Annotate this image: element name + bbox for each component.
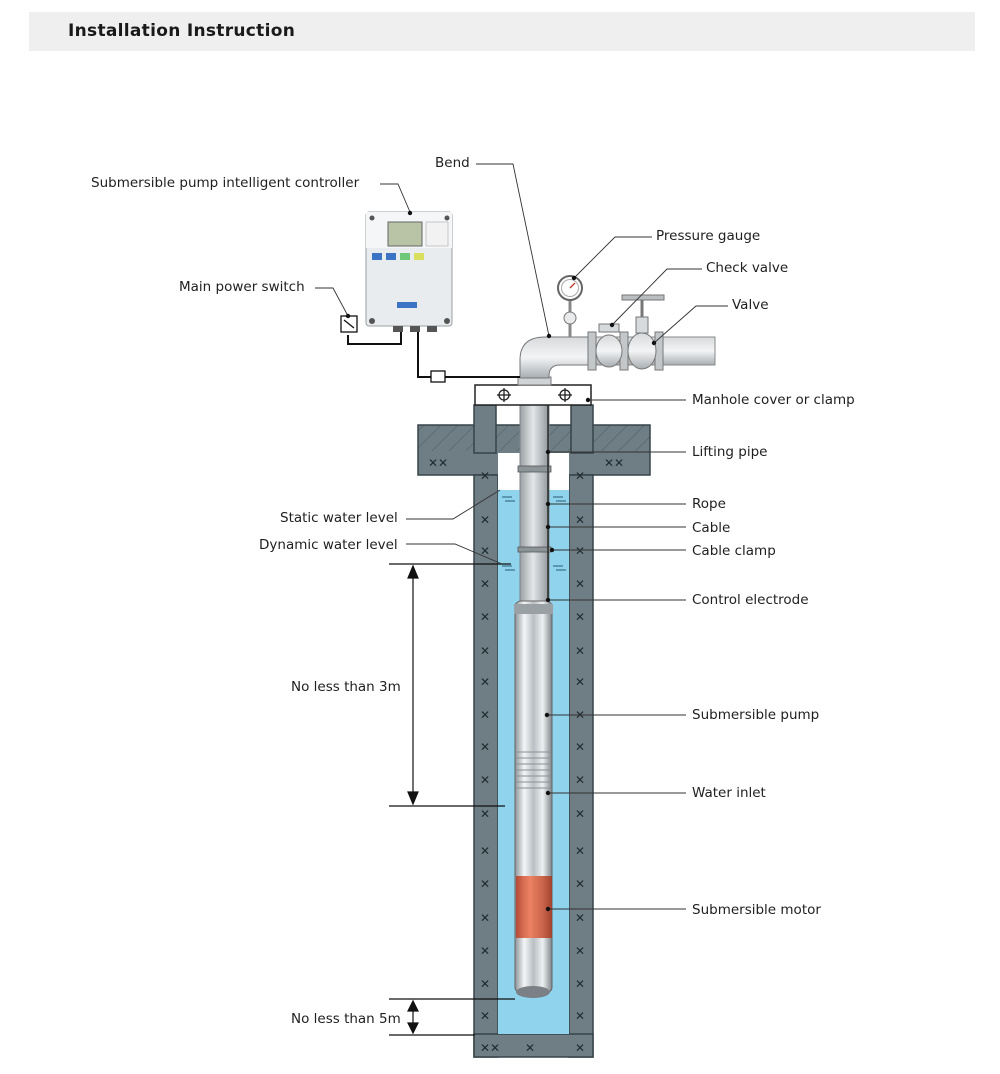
dimension-arrows xyxy=(389,563,515,1036)
label-cable: Cable xyxy=(692,520,731,536)
svg-text:✕✕: ✕✕ xyxy=(428,456,448,470)
label-submersible-motor: Submersible motor xyxy=(692,902,821,918)
svg-text:✕: ✕ xyxy=(575,740,585,754)
leader-dots xyxy=(345,210,657,912)
svg-text:✕: ✕ xyxy=(480,944,490,958)
svg-text:✕: ✕ xyxy=(480,977,490,991)
section-title: Installation Instruction xyxy=(68,21,296,41)
wall-texture: ✕✕ ✕✕ ✕✕ ✕✕ ✕✕ ✕✕ ✕✕ ✕✕ ✕✕ ✕✕ ✕✕ ✕✕ ✕✕ ✕… xyxy=(428,456,624,1055)
svg-text:✕: ✕ xyxy=(480,877,490,891)
svg-text:✕: ✕ xyxy=(575,844,585,858)
svg-text:✕: ✕ xyxy=(575,1009,585,1023)
label-manhole-cover: Manhole cover or clamp xyxy=(692,392,855,408)
label-pressure-gauge: Pressure gauge xyxy=(656,228,761,244)
outlet-pipework xyxy=(519,275,716,379)
svg-text:✕: ✕ xyxy=(480,740,490,754)
svg-text:✕: ✕ xyxy=(575,911,585,925)
label-no-less-5m: No less than 5m xyxy=(291,1011,401,1027)
label-static-water-level: Static water level xyxy=(280,510,398,526)
svg-text:✕✕: ✕✕ xyxy=(480,1041,500,1055)
svg-text:✕: ✕ xyxy=(575,977,585,991)
svg-text:✕: ✕ xyxy=(480,773,490,787)
wiring xyxy=(347,332,520,378)
svg-text:✕: ✕ xyxy=(480,911,490,925)
svg-text:✕: ✕ xyxy=(480,469,490,483)
svg-text:✕: ✕ xyxy=(525,1041,535,1055)
svg-text:✕✕: ✕✕ xyxy=(604,456,624,470)
label-valve: Valve xyxy=(732,297,769,313)
svg-text:✕: ✕ xyxy=(480,513,490,527)
svg-text:✕: ✕ xyxy=(480,644,490,658)
water-surface-marks xyxy=(502,496,566,571)
svg-text:✕: ✕ xyxy=(575,577,585,591)
svg-text:✕: ✕ xyxy=(575,675,585,689)
main-power-switch xyxy=(340,315,358,333)
junction-box xyxy=(430,370,446,383)
label-cable-clamp: Cable clamp xyxy=(692,543,776,559)
label-check-valve: Check valve xyxy=(706,260,789,276)
label-rope: Rope xyxy=(692,496,726,512)
svg-text:✕: ✕ xyxy=(480,610,490,624)
leader-lines xyxy=(315,163,728,910)
svg-text:✕: ✕ xyxy=(575,773,585,787)
label-controller: Submersible pump intelligent controller xyxy=(91,175,360,191)
label-lifting-pipe: Lifting pipe xyxy=(692,444,768,460)
svg-text:✕: ✕ xyxy=(575,544,585,558)
well-walls xyxy=(473,474,594,1058)
svg-text:✕: ✕ xyxy=(575,944,585,958)
label-submersible-pump: Submersible pump xyxy=(692,707,820,723)
svg-text:✕: ✕ xyxy=(480,1009,490,1023)
section-header: Installation Instruction xyxy=(29,12,975,51)
svg-text:✕: ✕ xyxy=(480,577,490,591)
cable-clamp-band xyxy=(517,546,552,553)
svg-text:✕: ✕ xyxy=(480,544,490,558)
svg-text:✕: ✕ xyxy=(575,469,585,483)
svg-text:✕: ✕ xyxy=(480,708,490,722)
label-control-electrode: Control electrode xyxy=(692,592,809,608)
svg-text:✕: ✕ xyxy=(575,644,585,658)
controller-box xyxy=(365,211,453,332)
submersible-pump-body xyxy=(514,600,553,998)
label-dynamic-water-level: Dynamic water level xyxy=(259,537,398,553)
lifting-pipe xyxy=(519,404,550,602)
svg-text:✕: ✕ xyxy=(575,1041,585,1055)
manhole-cover xyxy=(474,376,592,406)
label-bend: Bend xyxy=(435,155,470,171)
label-main-power-switch: Main power switch xyxy=(179,279,305,295)
svg-text:✕: ✕ xyxy=(480,675,490,689)
svg-text:✕: ✕ xyxy=(575,877,585,891)
svg-text:✕: ✕ xyxy=(575,610,585,624)
pipe-clamp xyxy=(517,465,552,473)
well-collar xyxy=(570,404,594,454)
label-water-inlet: Water inlet xyxy=(692,785,766,801)
label-no-less-3m: No less than 3m xyxy=(291,679,401,695)
well-collar xyxy=(473,404,497,454)
svg-text:✕: ✕ xyxy=(480,844,490,858)
svg-text:✕: ✕ xyxy=(575,513,585,527)
svg-text:✕: ✕ xyxy=(575,807,585,821)
svg-text:✕: ✕ xyxy=(480,807,490,821)
